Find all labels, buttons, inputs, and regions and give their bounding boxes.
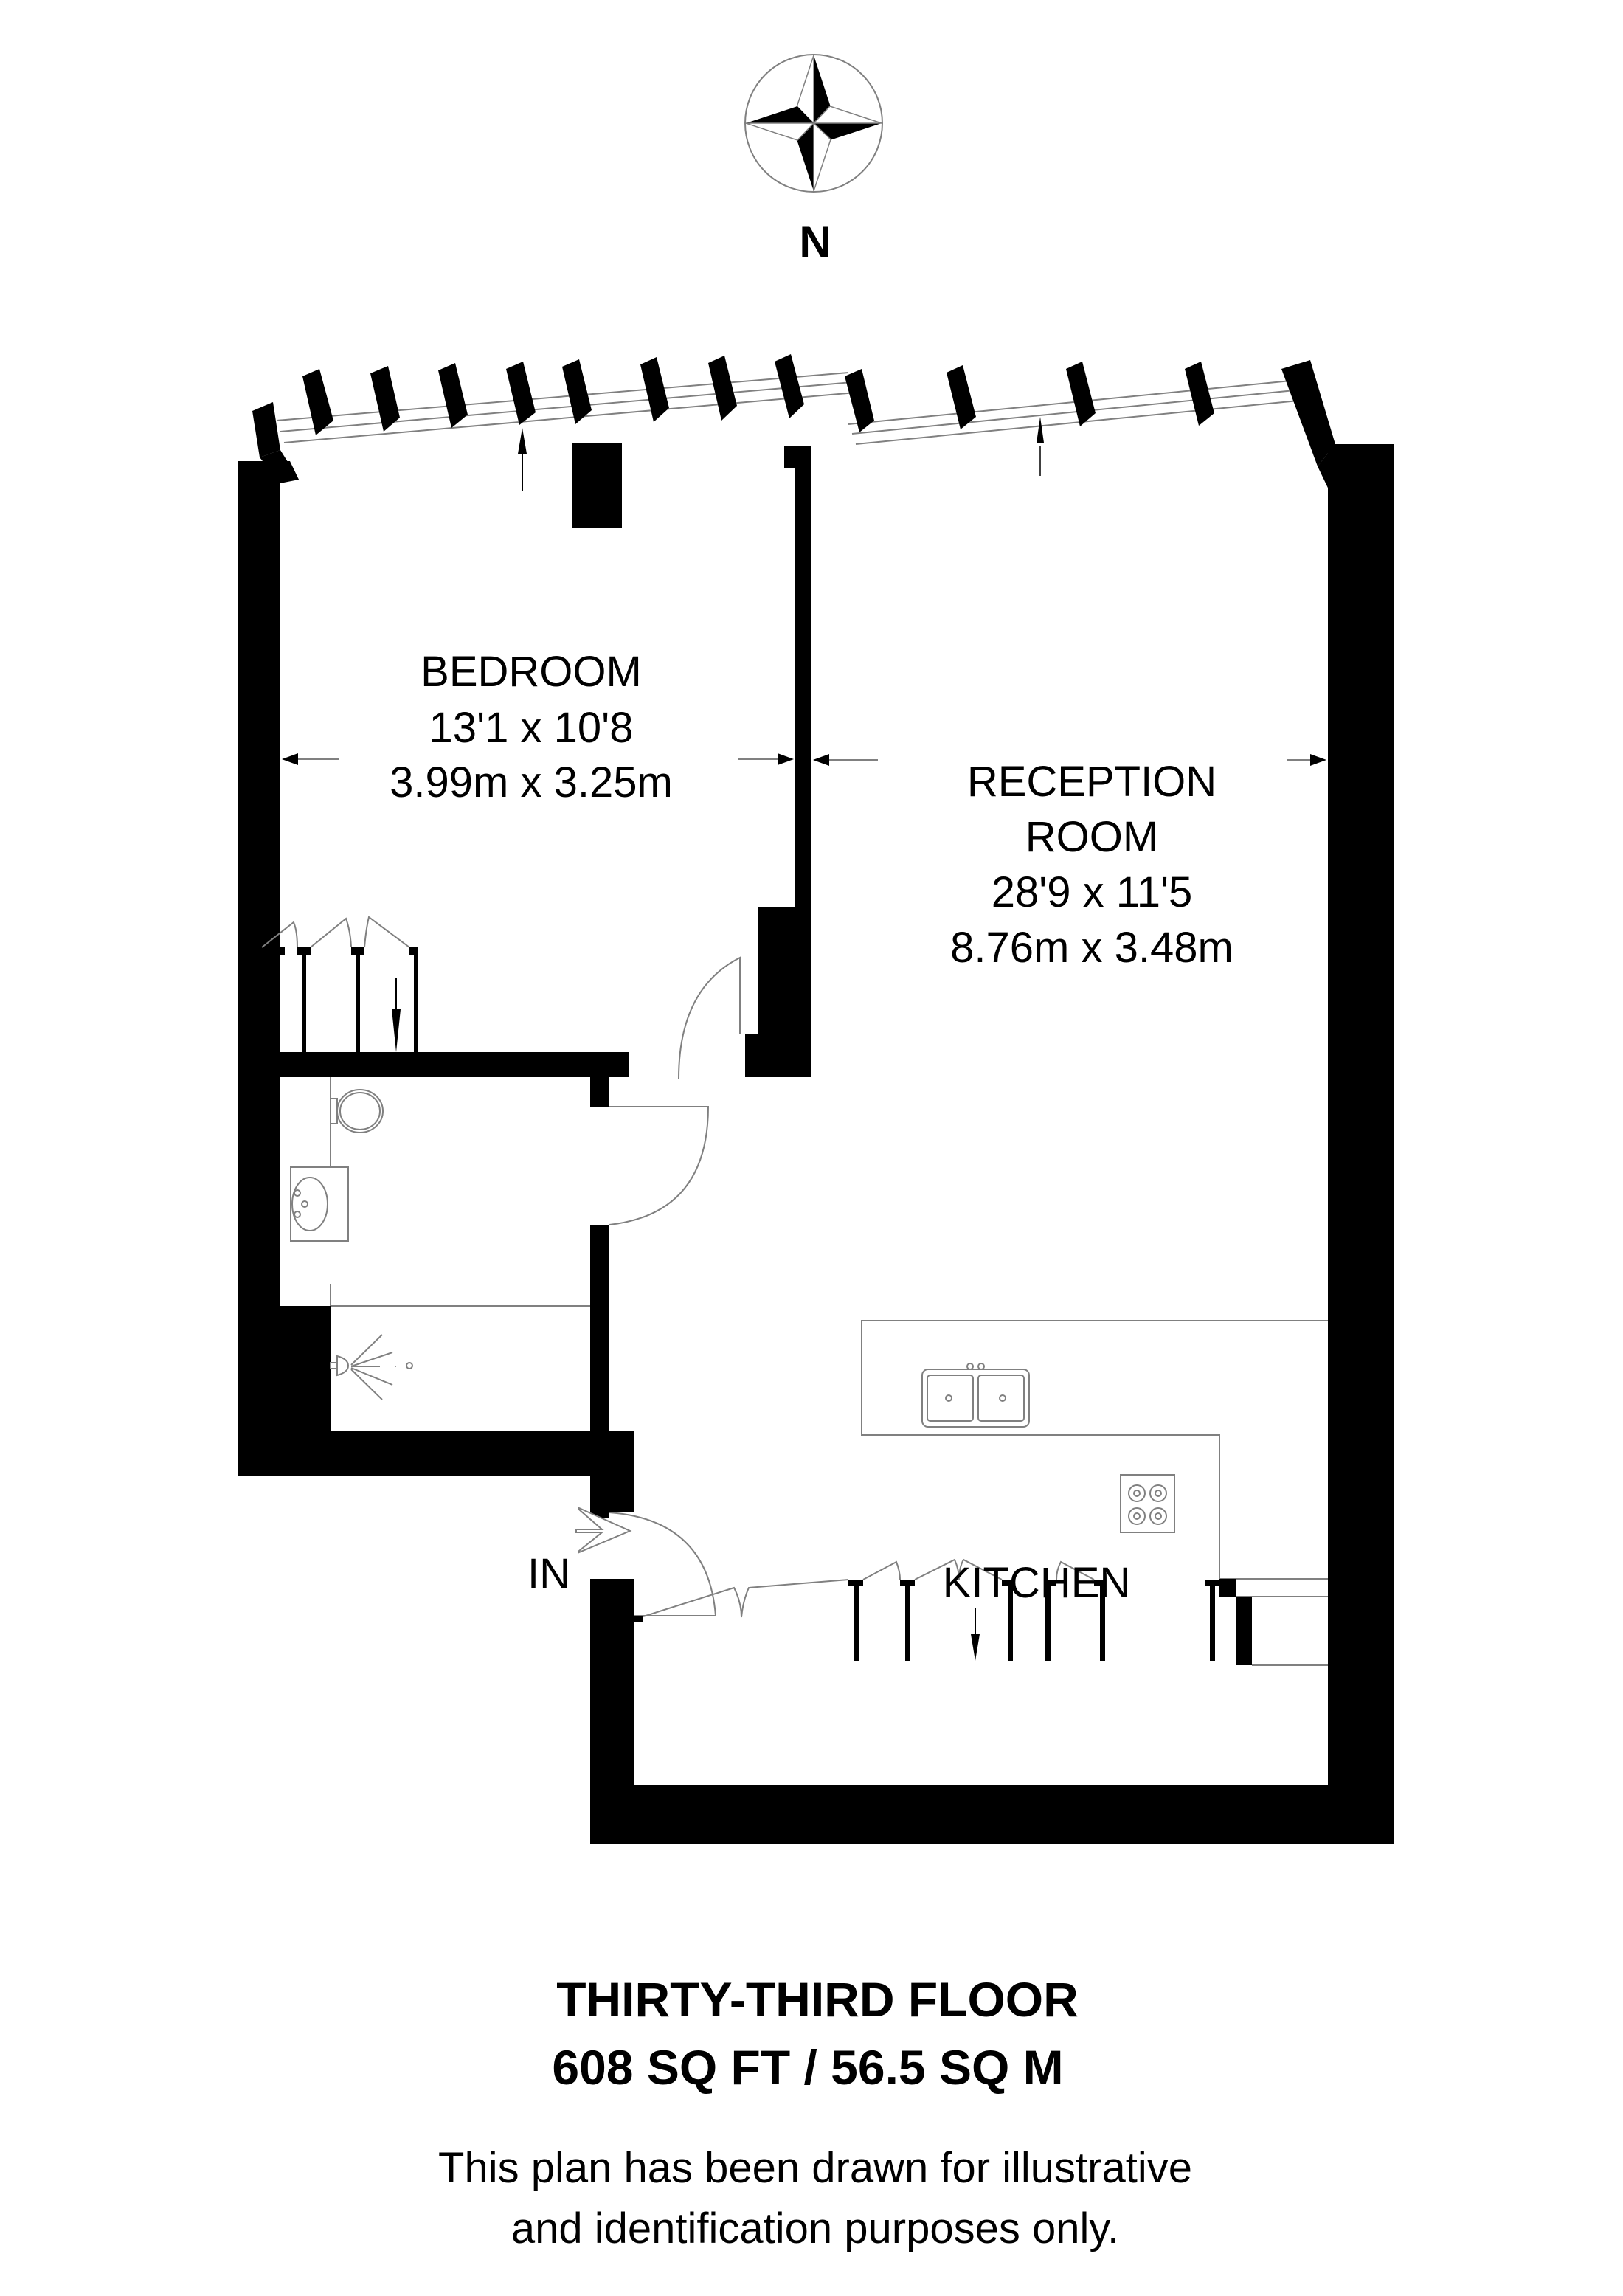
reception-label: RECEPTION ROOM 28'9 x 11'5 8.76m x 3.48m	[950, 758, 1233, 972]
window-band	[252, 354, 1335, 466]
walls	[238, 443, 1394, 1844]
double-sink-icon	[921, 1363, 1030, 1428]
reception-imperial-dimensions: 28'9 x 11'5	[992, 868, 1193, 916]
reception-width-arrows	[813, 754, 1326, 766]
bedroom-imperial-dimensions: 13'1 x 10'8	[429, 704, 634, 752]
floor-title: THIRTY-THIRD FLOOR	[556, 1972, 1079, 2027]
kitchen-label: KITCHEN	[943, 1559, 1131, 1607]
shower-icon	[330, 1334, 413, 1400]
reception-name-line1: RECEPTION	[967, 758, 1217, 806]
area-summary: 608 SQ FT / 56.5 SQ M	[552, 2040, 1063, 2095]
compass-rose-icon	[744, 54, 883, 193]
bathroom	[290, 1077, 590, 1400]
entrance-door	[590, 1512, 717, 1616]
bedroom-name: BEDROOM	[421, 648, 642, 696]
bedroom-metric-dimensions: 3.99m x 3.25m	[390, 758, 673, 806]
bedroom-wardrobe	[261, 916, 418, 1052]
reception-name-line2: ROOM	[1025, 813, 1158, 861]
kitchen-cupboards	[634, 1558, 1219, 1661]
bedroom-door	[678, 956, 741, 1079]
bedroom-label: BEDROOM 13'1 x 10'8 3.99m x 3.25m	[390, 648, 673, 806]
north-label: N	[799, 217, 831, 266]
entry-arrow-icon	[575, 1507, 632, 1554]
entrance-label: IN	[527, 1550, 570, 1598]
hob-icon	[1120, 1474, 1175, 1533]
disclaimer-line2: and identification purposes only.	[511, 2205, 1119, 2252]
reception-metric-dimensions: 8.76m x 3.48m	[950, 924, 1233, 972]
toilet-icon	[330, 1089, 384, 1133]
window-arrow-icon	[518, 417, 1044, 491]
washbasin-icon	[290, 1166, 349, 1242]
disclaimer-line1: This plan has been drawn for illustrativ…	[438, 2144, 1192, 2192]
bathroom-door	[609, 1106, 710, 1225]
bedroom-width-arrows	[282, 753, 794, 765]
